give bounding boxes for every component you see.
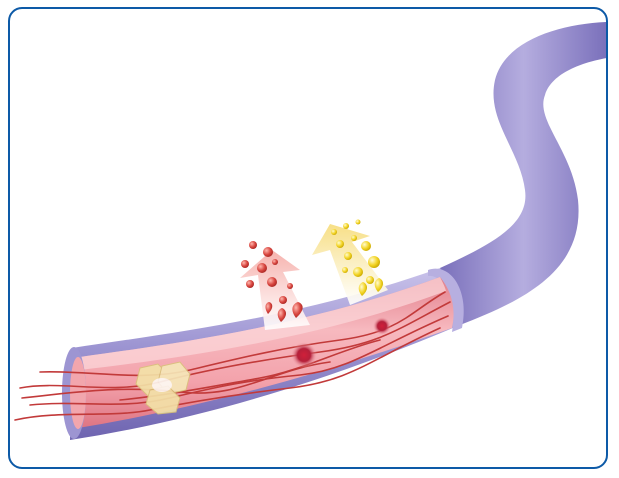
- figure-frame: [8, 7, 608, 469]
- yellow-particle-arrow-icon: [312, 220, 388, 306]
- red-particle-arrow-icon: [240, 241, 310, 330]
- lesion-spot: [373, 317, 391, 335]
- vessel-outer-wall: [440, 22, 607, 325]
- blood-vessel-illustration: [8, 7, 608, 469]
- lesion-spot: [291, 342, 317, 368]
